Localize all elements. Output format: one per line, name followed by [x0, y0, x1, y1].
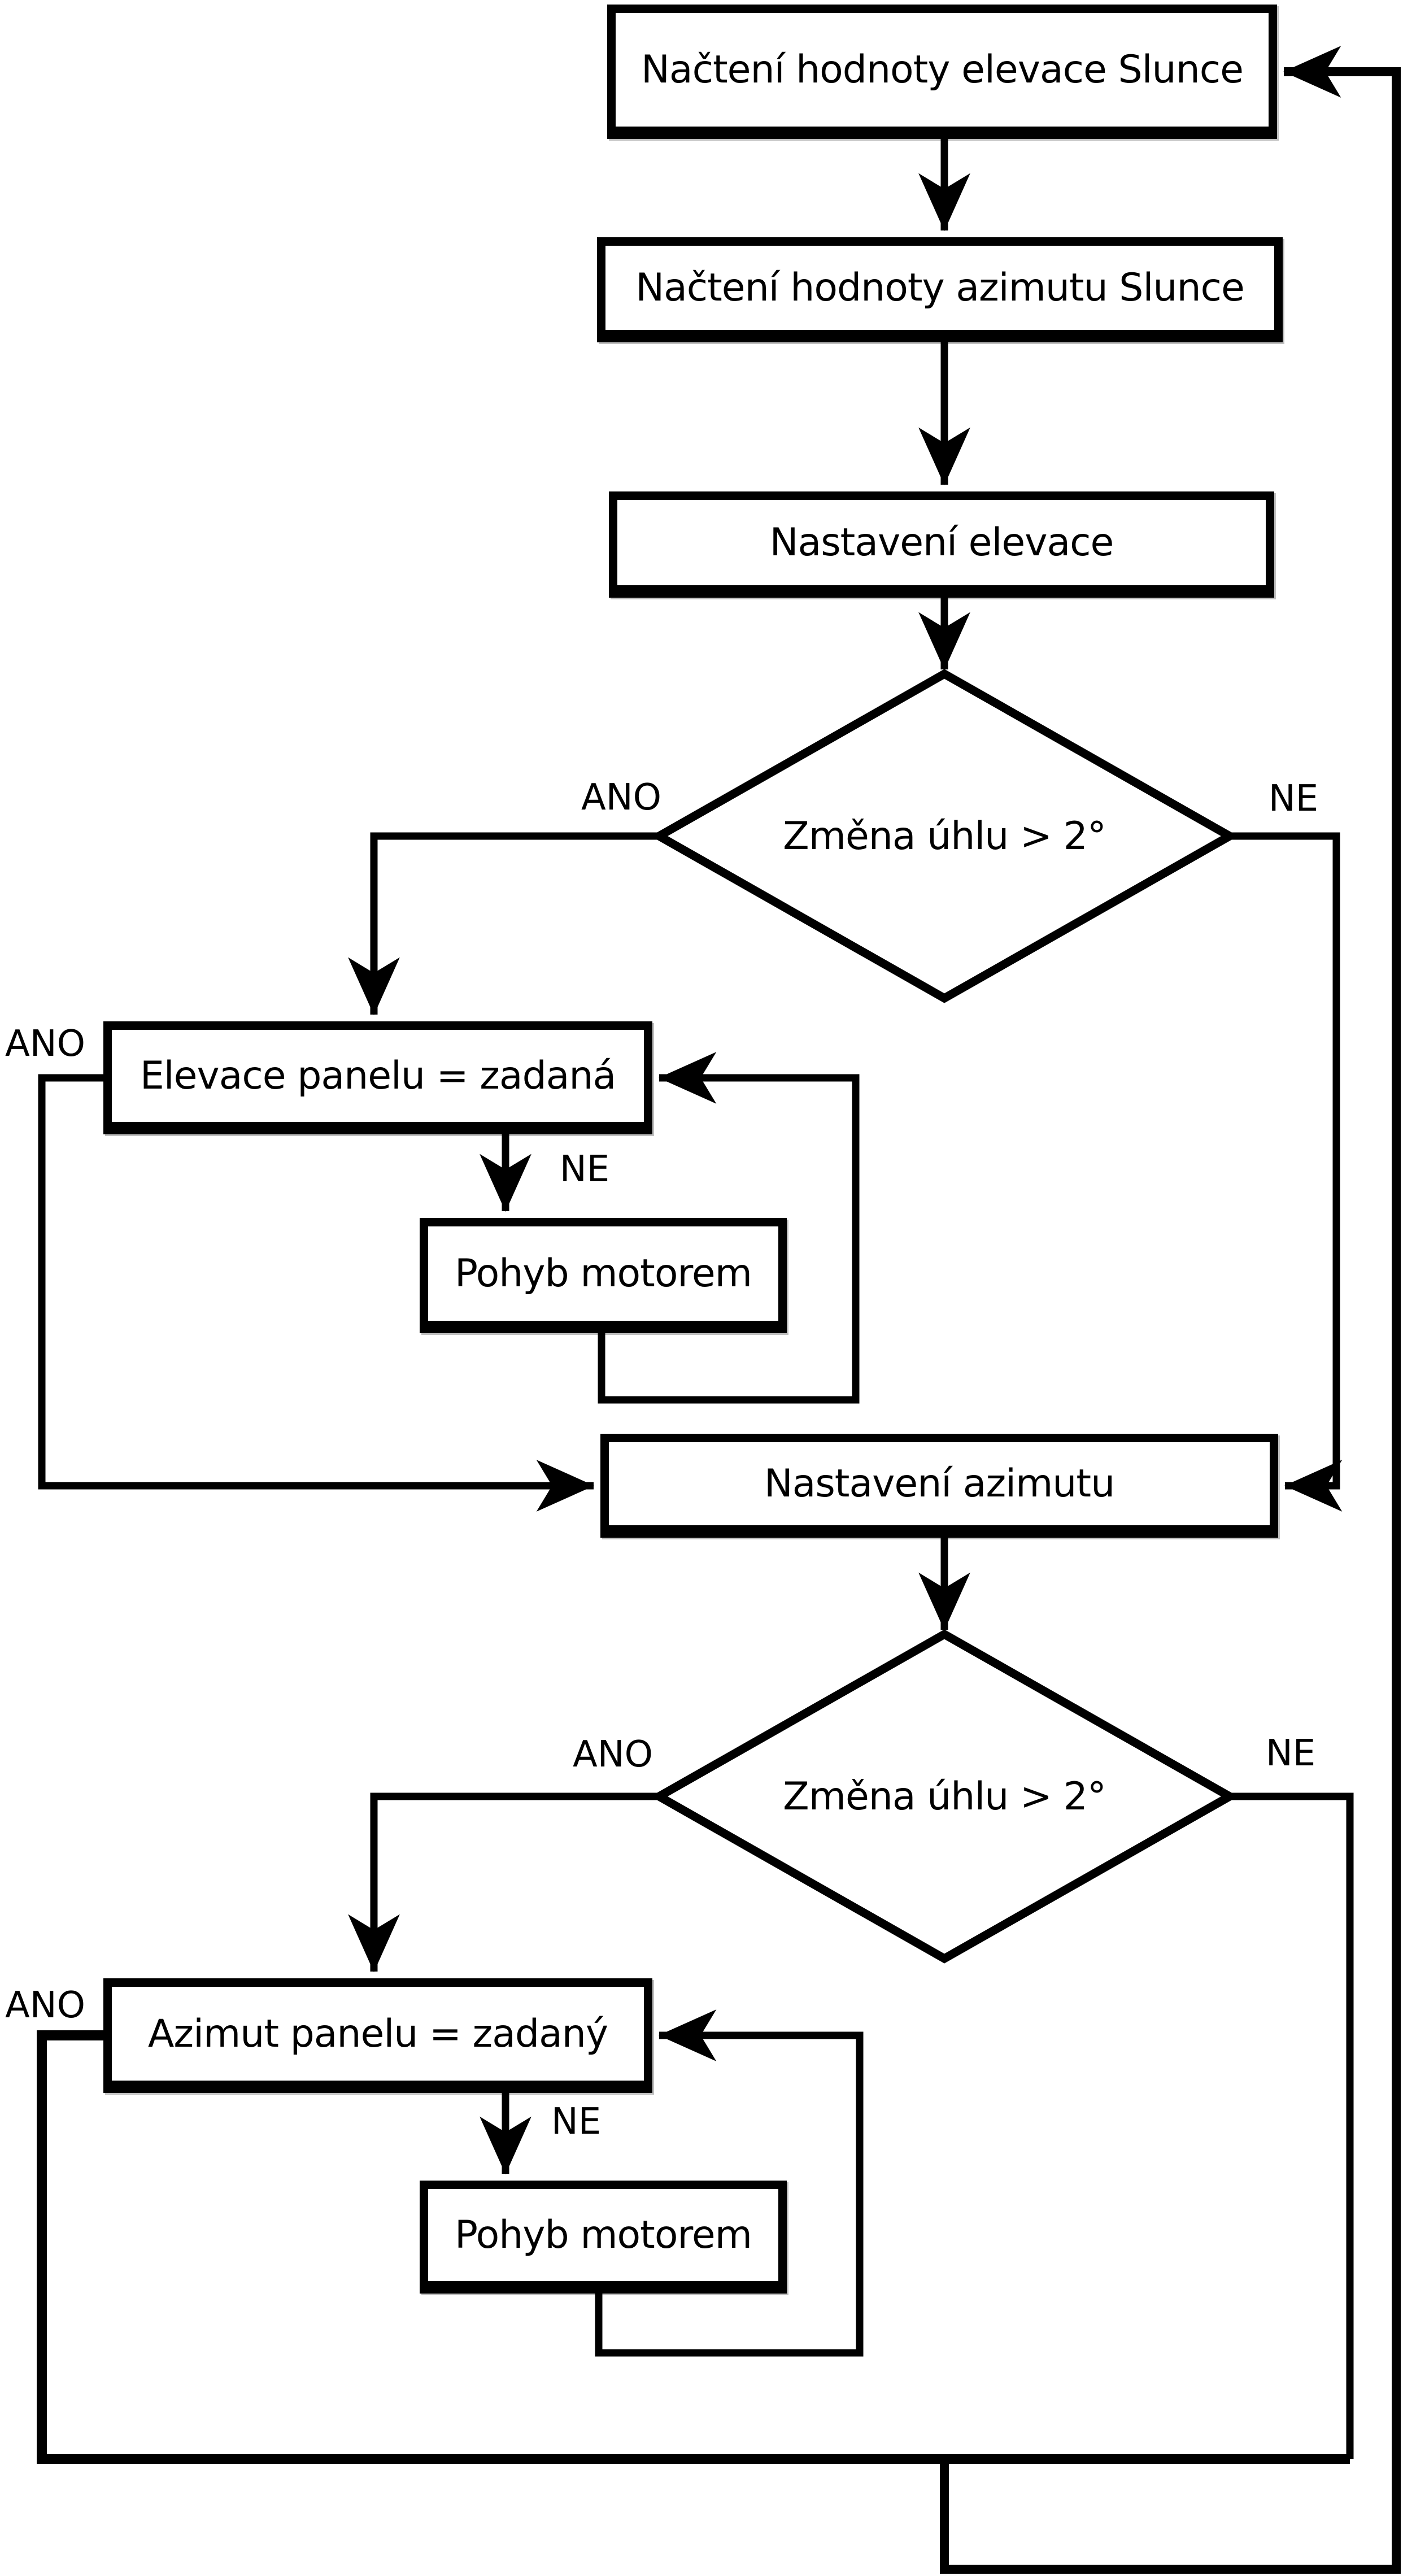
label-azimuth-equal-yes: ANO: [5, 1985, 86, 2026]
connector-azimuth-decision-no: [1230, 1792, 1354, 2459]
node-azimuth-equal: Azimut panelu = zadaný: [103, 1978, 652, 2093]
node-read-elevation: Načtení hodnoty elevace Slunce: [607, 5, 1277, 139]
connector-elevation-equal-yes-to-set-azimuth: [38, 1074, 595, 1512]
label-elevation-decision-yes: ANO: [581, 777, 662, 819]
decision-azimuth-shape: [650, 1629, 1239, 1964]
node-azimuth-motor: Pohyb motorem: [420, 2181, 787, 2294]
connector-elevation-motor-loop-back: [598, 1052, 860, 1404]
node-read-azimuth: Načtení hodnoty azimutu Slunce: [597, 237, 1283, 342]
connector-elevation-decision-no: [1230, 832, 1343, 1512]
label-elevation-equal-no: NE: [559, 1148, 610, 1190]
node-set-azimuth: Nastavení azimutu: [600, 1434, 1278, 1538]
decision-elevation-label: Změna úhlu > 2°: [783, 813, 1106, 859]
node-set-elevation: Nastavení elevace: [609, 491, 1274, 598]
label-azimuth-equal-no: NE: [551, 2101, 602, 2143]
decision-elevation-shape: [650, 669, 1239, 1003]
label-azimuth-decision-yes: ANO: [572, 1734, 653, 1776]
connector-azimuth-decision-yes: [348, 1792, 659, 1973]
node-elevation-motor: Pohyb motorem: [420, 1218, 787, 1333]
label-elevation-equal-yes: ANO: [5, 1023, 86, 1065]
connector-azimuth-equal-yes-bottom-merge: [37, 2030, 1350, 2464]
label-elevation-decision-no: NE: [1268, 778, 1319, 820]
decision-azimuth-label: Změna úhlu > 2°: [783, 1774, 1106, 1819]
connector-main-loop-return-to-start: [940, 46, 1401, 2574]
node-elevation-equal: Elevace panelu = zadaná: [103, 1021, 652, 1134]
connector-elevation-decision-yes: [348, 832, 659, 1016]
label-azimuth-decision-no: NE: [1265, 1733, 1316, 1774]
connector-azimuth-motor-loop-back: [595, 2009, 864, 2357]
